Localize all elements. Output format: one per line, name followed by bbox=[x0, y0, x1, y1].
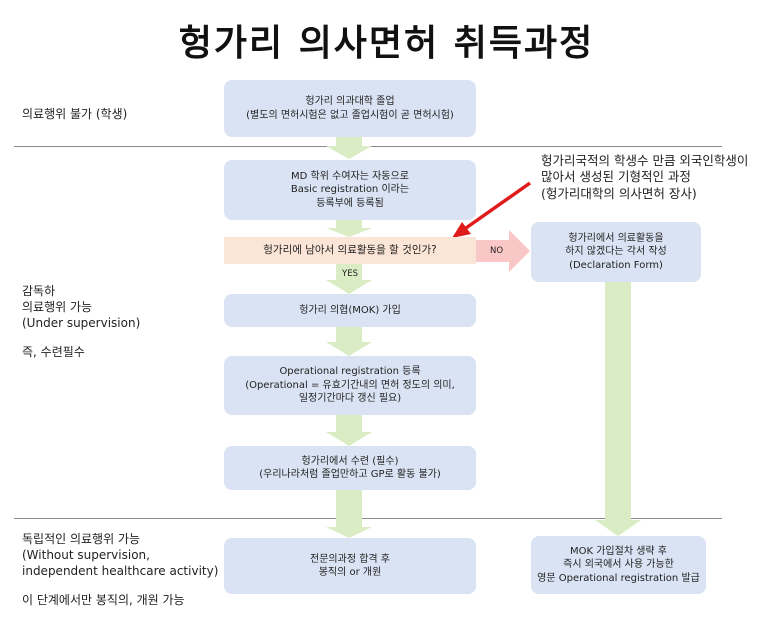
declaration-line-1: 헝가리에서 의료활동을 bbox=[568, 232, 664, 244]
supervised-line-1: 감독하 bbox=[22, 284, 56, 298]
graduation-line-2: (별도의 면허시험은 없고 졸업시험이 곧 면허시험) bbox=[246, 109, 454, 121]
supervised-line-3: (Under supervision) bbox=[22, 316, 141, 331]
decision-question-text: 헝가리에 남아서 의료활동을 할 것인가? bbox=[263, 244, 437, 257]
english-certificate-line-3: 영문 Operational registration 발급 bbox=[537, 572, 700, 584]
flow-arrow-5 bbox=[326, 415, 372, 446]
training-line-1: 헝가리에서 수련 (필수) bbox=[301, 455, 399, 467]
flow-arrow-2 bbox=[326, 220, 372, 237]
page-title: 헝가리 의사면허 취득과정 bbox=[178, 23, 595, 64]
no-label: NO bbox=[490, 246, 504, 256]
mok-box: 헝가리 의협(MOK) 가입 bbox=[224, 294, 476, 327]
basic-registration-line-2: Basic registration 이라는 bbox=[290, 184, 410, 196]
annotation-line-3: (헝가리대학의 의사면허 장사) bbox=[541, 185, 697, 201]
student-stage-label: 의료행위 불가 (학생) bbox=[22, 106, 127, 122]
training-box: 헝가리에서 수련 (필수) (우리나라처럼 졸업만하고 GP로 활동 불가) bbox=[224, 446, 476, 490]
declaration-line-2: 하지 않겠다는 각서 작성 bbox=[565, 246, 667, 258]
flow-arrow-1 bbox=[326, 137, 372, 159]
flow-arrow-6 bbox=[326, 490, 372, 538]
supervised-line-2: 의료행위 가능 bbox=[22, 300, 93, 315]
graduation-box: 헝가리 의과대학 졸업 (별도의 면허시험은 없고 졸업시험이 곧 면허시험) bbox=[224, 80, 476, 137]
specialist-line-1: 전문의과정 합격 후 bbox=[310, 553, 390, 565]
training-line-2: (우리나라처럼 졸업만하고 GP로 활동 불가) bbox=[259, 469, 441, 480]
flow-arrow-7 bbox=[595, 282, 641, 536]
declaration-box: 헝가리에서 의료활동을 하지 않겠다는 각서 작성 (Declaration F… bbox=[531, 222, 701, 282]
independent-line-1: 독립적인 의료행위 가능 bbox=[22, 532, 141, 546]
basic-registration-box: MD 학위 수여자는 자동으로 Basic registration 이라는 등… bbox=[224, 160, 476, 220]
operational-line-3: 일정기간마다 갱신 필요) bbox=[298, 393, 402, 405]
student-stage-text: 의료행위 불가 (학생) bbox=[22, 107, 128, 121]
graduation-line-1: 헝가리 의과대학 졸업 bbox=[305, 96, 395, 107]
basic-registration-line-3: 등록부에 등록됨 bbox=[316, 197, 384, 209]
operational-line-2: (Operational = 유효기간내의 면허 정도의 의미, bbox=[245, 379, 455, 391]
operational-registration-box: Operational registration 등록 (Operational… bbox=[224, 356, 476, 415]
specialist-line-2: 봉직의 or 개원 bbox=[318, 567, 382, 578]
mok-text: 헝가리 의협(MOK) 가입 bbox=[299, 304, 401, 316]
independent-line-2: (Without supervision, bbox=[22, 548, 150, 563]
operational-line-1: Operational registration 등록 bbox=[279, 366, 421, 378]
flow-arrow-3 bbox=[326, 264, 372, 294]
decision-question-box: 헝가리에 남아서 의료활동을 할 것인가? bbox=[224, 237, 476, 264]
callout-arrow-head bbox=[452, 222, 471, 238]
callout-arrow-line bbox=[464, 181, 532, 230]
english-certificate-line-1: MOK 가입절차 생략 후 bbox=[570, 545, 667, 557]
declaration-line-3: (Declaration Form) bbox=[569, 259, 663, 271]
english-certificate-line-2: 즉시 외국에서 사용 가능한 bbox=[563, 559, 674, 571]
supervised-note: 즉, 수련필수 bbox=[22, 344, 85, 359]
english-certificate-box: MOK 가입절차 생략 후 즉시 외국에서 사용 가능한 영문 Operatio… bbox=[531, 536, 706, 594]
callout-annotation: 헝가리국적의 학생수 만큼 외국인학생이 많아서 생성된 기형적인 과정 (헝가… bbox=[541, 153, 748, 202]
independent-stage-label: 독립적인 의료행위 가능 (Without supervision, indep… bbox=[22, 531, 218, 608]
annotation-line-1: 헝가리국적의 학생수 만큼 외국인학생이 bbox=[541, 153, 749, 168]
supervised-stage-label: 감독하 의료행위 가능 (Under supervision) 즉, 수련필수 bbox=[22, 283, 140, 360]
independent-line-3: independent healthcare activity) bbox=[22, 564, 219, 579]
yes-label: YES bbox=[342, 269, 358, 279]
divider-independent bbox=[14, 518, 722, 519]
flow-arrow-4 bbox=[326, 327, 372, 356]
specialist-box: 전문의과정 합격 후 봉직의 or 개원 bbox=[224, 538, 476, 594]
no-arrow bbox=[476, 230, 530, 272]
independent-note: 이 단계에서만 봉직의, 개원 가능 bbox=[22, 592, 185, 607]
basic-registration-line-1: MD 학위 수여자는 자동으로 bbox=[291, 170, 409, 182]
annotation-line-2: 많아서 생성된 기형적인 과정 bbox=[541, 169, 691, 185]
